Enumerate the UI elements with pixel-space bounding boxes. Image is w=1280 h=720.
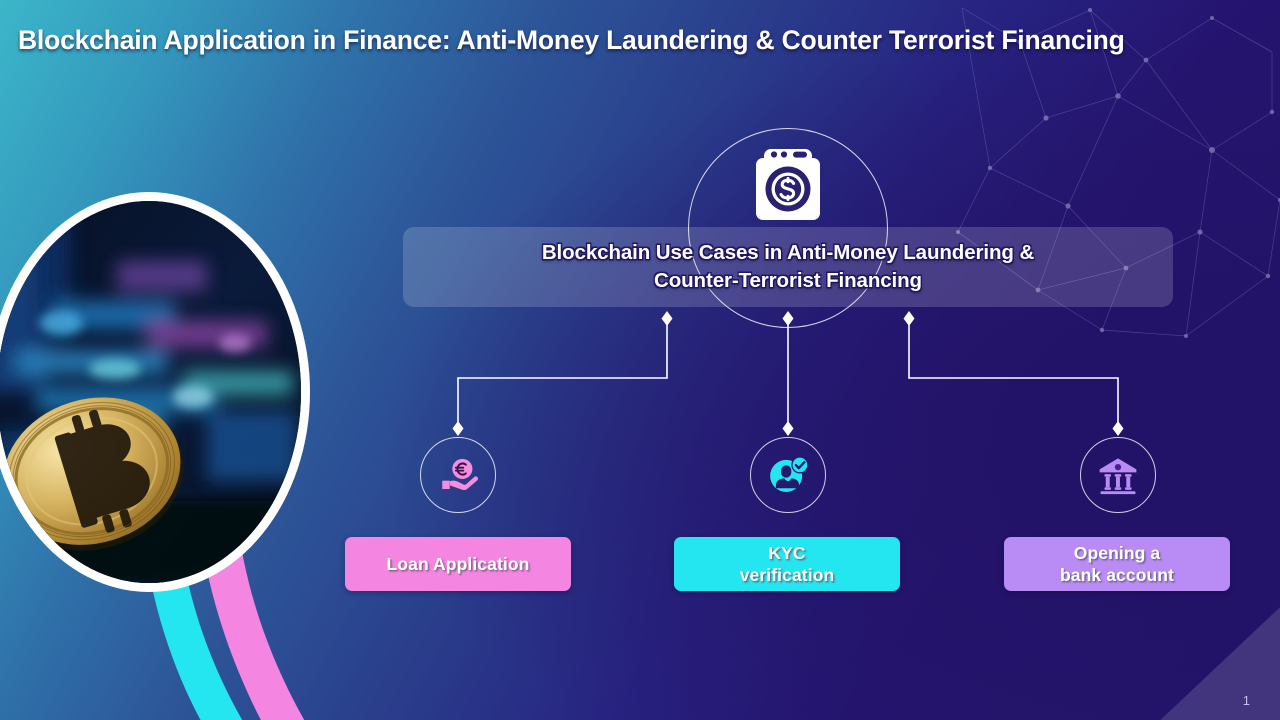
network-mesh-decoration [956, 7, 1280, 338]
card-kyc-line-2: verification [739, 565, 835, 585]
card-kyc-label: KYC verification [740, 542, 835, 586]
loan-icon-circle [420, 437, 496, 513]
hub-circle-outline [688, 128, 888, 328]
bitcoin-scene [0, 201, 301, 583]
card-bank-line-2: bank account [1059, 565, 1174, 585]
hub-heading-line-2: Counter-Terrorist Financing [654, 269, 922, 292]
hub-heading-panel: Blockchain Use Cases in Anti-Money Laund… [403, 227, 1173, 307]
bank-icon-circle [1080, 437, 1156, 513]
bitcoin-photo [0, 192, 310, 592]
card-loan-application[interactable]: Loan Application [345, 537, 571, 591]
page-title: Blockchain Application in Finance: Anti-… [18, 25, 1125, 55]
card-bank-label: Opening a bank account [1060, 542, 1174, 586]
card-loan-label: Loan Application [387, 553, 530, 575]
page-number: 1 [1242, 693, 1250, 708]
card-bank-line-1: Opening a [1073, 542, 1161, 563]
photo-inner [0, 201, 301, 583]
bank-building-icon [1099, 458, 1137, 495]
hub-heading-text: Blockchain Use Cases in Anti-Money Laund… [542, 239, 1034, 295]
card-opening-bank-account[interactable]: Opening a bank account [1004, 537, 1230, 591]
card-kyc-line-1: KYC [768, 542, 806, 563]
card-kyc-verification[interactable]: KYC verification [674, 537, 900, 591]
person-verified-check-icon [770, 456, 809, 492]
card-loan-line-1: Loan Application [386, 553, 530, 574]
hub-heading-line-1: Blockchain Use Cases in Anti-Money Laund… [541, 241, 1035, 265]
washing-machine-dollar-icon [756, 149, 820, 220]
hand-holding-euro-coin-icon [442, 458, 479, 490]
kyc-icon-circle [750, 437, 826, 513]
